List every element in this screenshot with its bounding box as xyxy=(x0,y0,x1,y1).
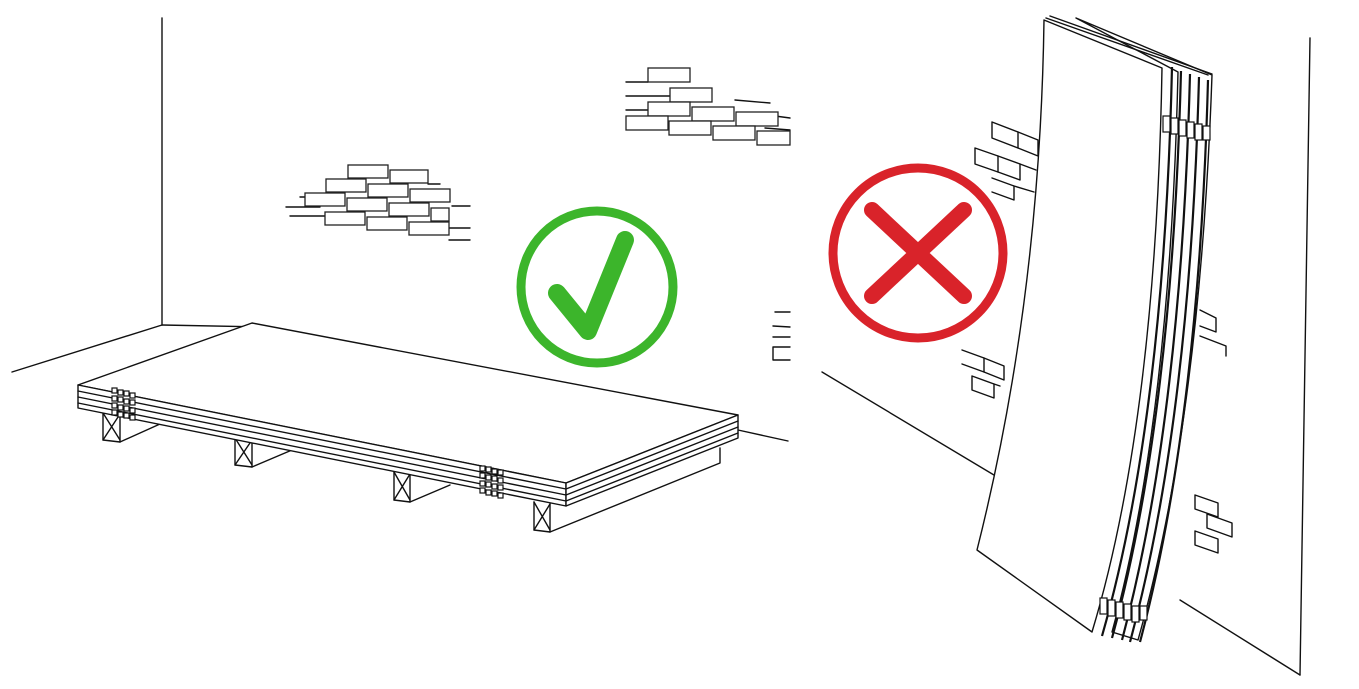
leaning-sheet-stack xyxy=(977,16,1212,642)
wall-bricks xyxy=(626,68,790,145)
check-mark-icon xyxy=(521,211,673,363)
wall-bricks xyxy=(773,312,790,360)
correct-storage-panel xyxy=(12,18,790,532)
wall-bricks xyxy=(1195,495,1232,553)
cross-mark-icon xyxy=(833,168,1003,338)
wall-bricks xyxy=(286,165,470,240)
wall-bricks xyxy=(962,350,1004,398)
wall-bricks xyxy=(1200,310,1226,356)
wall-bricks xyxy=(975,122,1038,200)
incorrect-storage-panel xyxy=(822,16,1310,675)
